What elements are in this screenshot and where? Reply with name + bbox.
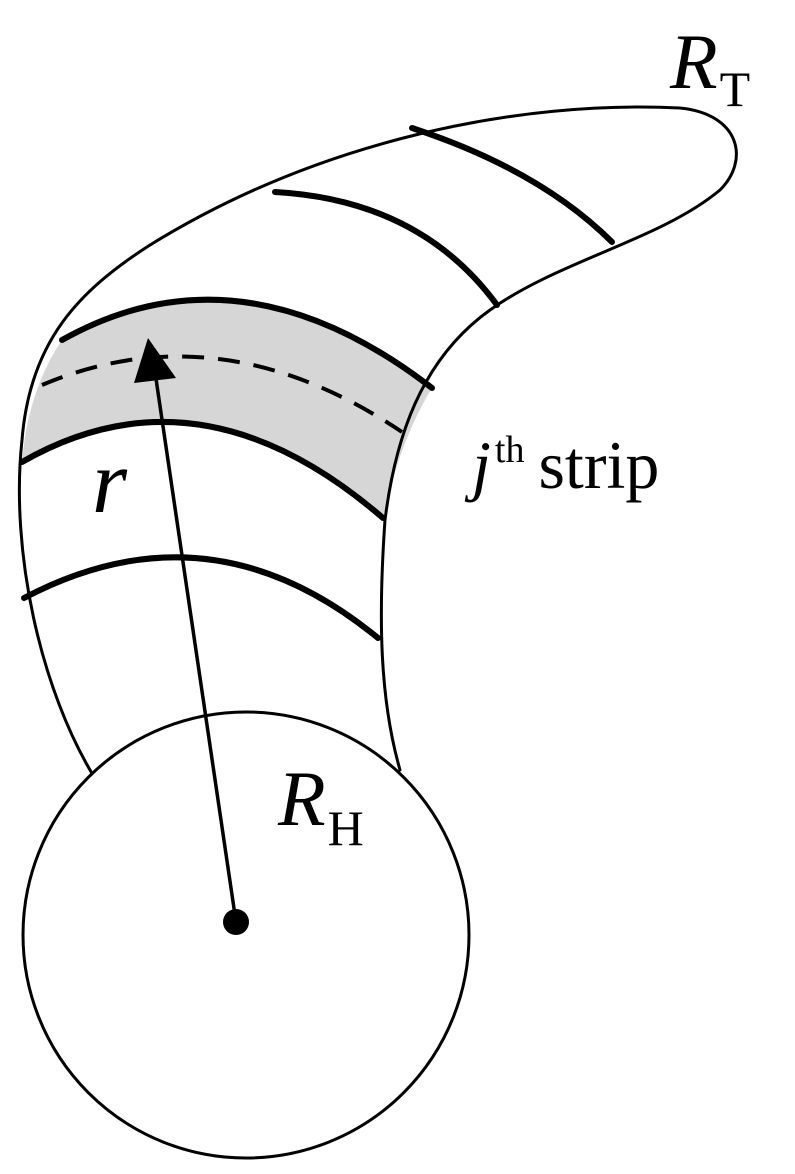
highlighted-strip	[22, 299, 432, 518]
blade-left-edge	[17, 243, 152, 782]
radius-label: r	[92, 433, 128, 532]
strip-line-5	[409, 125, 615, 245]
radius-arrow-head	[134, 338, 176, 383]
radius-arrow-shaft	[153, 371, 238, 923]
hub-radius-label: RH	[277, 755, 364, 856]
tip-radius-label: RT	[669, 18, 750, 117]
hub-circle	[21, 710, 471, 1160]
strip-line-3	[59, 296, 435, 391]
strip-line-4	[272, 189, 500, 308]
strip-line-1	[21, 554, 381, 641]
blade-leading-edge	[148, 105, 738, 772]
strip-line-2	[19, 419, 386, 521]
hub-center-dot	[223, 909, 249, 935]
strip-midline-dashed	[41, 354, 404, 434]
